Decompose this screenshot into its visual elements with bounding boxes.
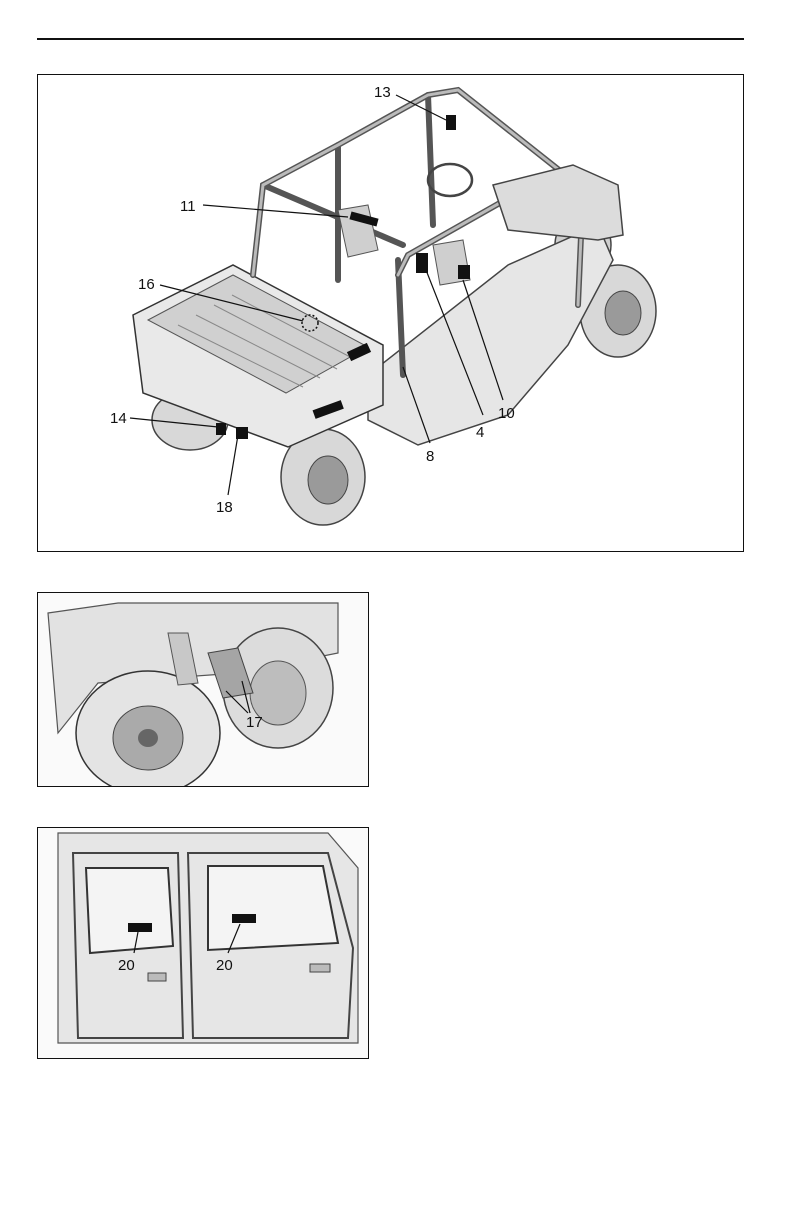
callout-14: 14 [110,410,127,427]
callout-20-left: 20 [118,957,135,974]
callout-13: 13 [374,84,391,101]
suspension-illustration: 17 [38,593,369,787]
vehicle-illustration: 13 11 16 14 18 8 4 10 [38,75,744,552]
callout-17: 17 [246,714,263,731]
figure-rear-suspension-detail: 17 [37,592,369,787]
callout-8: 8 [426,448,434,465]
callout-18: 18 [216,499,233,516]
callout-4: 4 [476,424,484,441]
callout-16: 16 [138,276,155,293]
callout-20-right: 20 [216,957,233,974]
figure-vehicle-overview: 13 11 16 14 18 8 4 10 [37,74,744,552]
callout-10: 10 [498,405,515,422]
header-rule [37,38,744,40]
callout-11: 11 [180,198,196,215]
figure-door-interior-detail: 20 20 [37,827,369,1059]
door-illustration: 20 20 [38,828,369,1059]
